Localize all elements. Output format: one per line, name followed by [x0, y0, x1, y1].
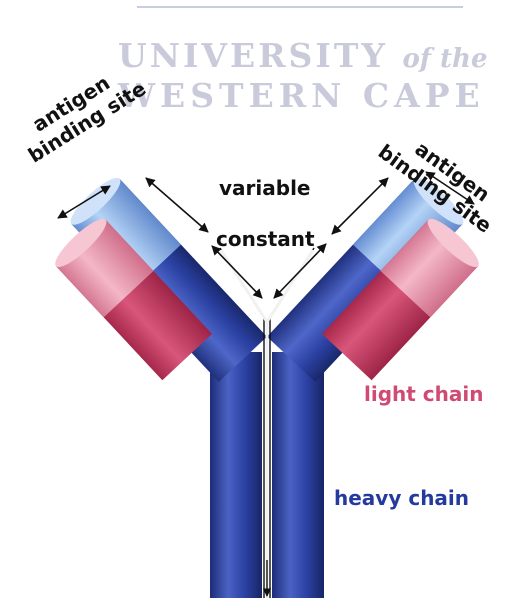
heavy-chain-label: heavy chain	[334, 487, 469, 509]
heavy-chain-stem-right	[272, 352, 324, 598]
constant-label: constant	[216, 228, 315, 250]
heavy-chain-stem-left	[210, 352, 262, 598]
light-chain-label: light chain	[364, 383, 483, 405]
variable-label: variable	[219, 177, 310, 199]
